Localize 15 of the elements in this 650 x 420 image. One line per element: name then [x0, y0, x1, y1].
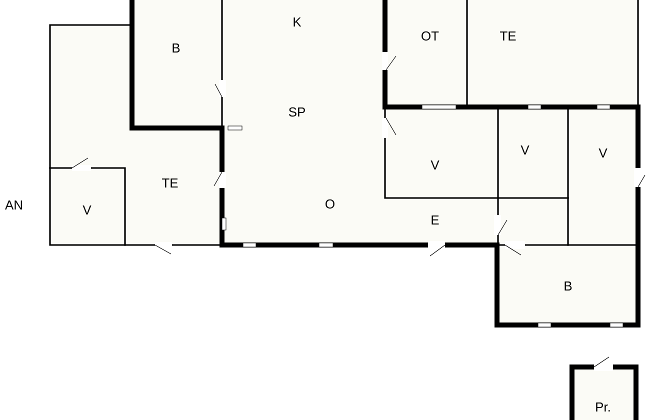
room-label: V: [82, 206, 92, 214]
room-label: OT: [422, 31, 439, 41]
room-label: V: [430, 160, 440, 170]
room-label: SP: [288, 107, 305, 117]
room-label: B: [172, 44, 180, 52]
room-label: E: [432, 216, 439, 224]
room-label: AN: [5, 200, 22, 210]
room-label: V: [598, 148, 608, 158]
room-label: O: [326, 199, 334, 209]
room-label: TE: [162, 178, 178, 188]
room-label: Pr.: [596, 402, 610, 412]
room-label: B: [564, 282, 572, 290]
room-label: V: [520, 146, 530, 154]
room-label: TE: [500, 32, 516, 40]
room-label: K: [294, 18, 302, 26]
